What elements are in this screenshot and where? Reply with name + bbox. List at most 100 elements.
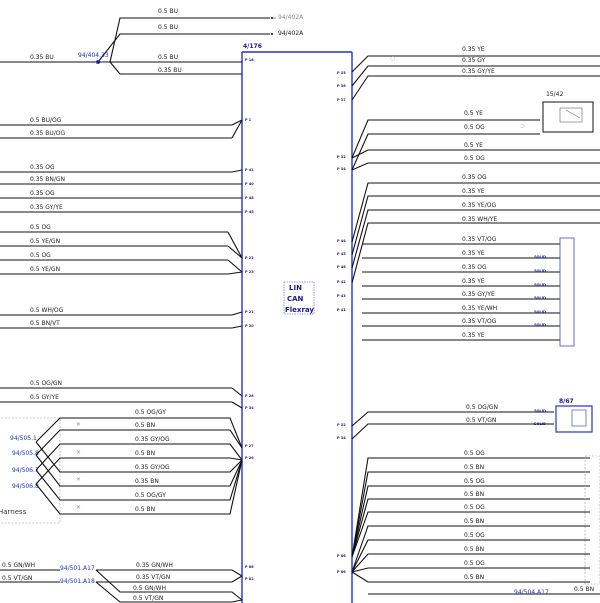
svg-text:P 82: P 82: [245, 577, 254, 581]
svg-text:0.5 OG: 0.5 OG: [464, 532, 485, 539]
svg-text:P 22: P 22: [245, 256, 254, 260]
svg-text:0.5 VT/GN: 0.5 VT/GN: [466, 417, 496, 424]
svg-text:0.5 OG: 0.5 OG: [464, 155, 485, 162]
harness-label: Harness: [0, 508, 27, 516]
svg-text:0.5 BN: 0.5 BN: [464, 546, 484, 553]
svg-text:0.5 OG/GY: 0.5 OG/GY: [135, 492, 166, 499]
svg-text:SOLID: SOLID: [534, 296, 546, 300]
left-wires: 0.5 BU/OG 0.35 BU/OG 0.35 OG 0.35 BN/GN …: [0, 117, 243, 409]
svg-text:P 86: P 86: [337, 554, 346, 558]
svg-text:0.5 OG: 0.5 OG: [464, 504, 485, 511]
svg-text:✕: ✕: [76, 504, 81, 511]
svg-text:94/505.1: 94/505.1: [10, 435, 37, 442]
right-pin-boxes: SOLID SOLID SOLID SOLID SOLID SOLID SOLI…: [534, 237, 575, 426]
svg-text:P 18: P 18: [245, 58, 254, 62]
svg-text:0.35 GY/OG: 0.35 GY/OG: [135, 436, 170, 443]
svg-text:0.5 BN: 0.5 BN: [464, 491, 484, 498]
svg-text:0.35 BN: 0.35 BN: [135, 478, 159, 485]
svg-text:SOLID: SOLID: [534, 422, 546, 426]
svg-text:0.5 BN: 0.5 BN: [135, 422, 155, 429]
svg-text:0.5 BU: 0.5 BU: [158, 54, 178, 61]
svg-text:0.35 VT/OG: 0.35 VT/OG: [462, 318, 497, 325]
svg-text:0.35 GY/YE: 0.35 GY/YE: [462, 68, 495, 75]
connector-label: 94/404.33: [78, 52, 109, 59]
svg-text:0.35 YE: 0.35 YE: [462, 332, 485, 339]
svg-text:0.35 YE: 0.35 YE: [462, 188, 485, 195]
sensor-component: 8/67: [555, 398, 593, 433]
bus-label-flexray: Flexray: [285, 306, 314, 314]
left-bottom-wires: 0.5 GN/WH 0.5 VT/GN 94/501.A17 94/501.A1…: [0, 562, 243, 603]
svg-text:P 36: P 36: [337, 84, 346, 88]
svg-text:0.5 BU: 0.5 BU: [158, 24, 178, 31]
svg-text:P 34: P 34: [337, 167, 346, 171]
svg-text:0.5 YE: 0.5 YE: [464, 110, 483, 117]
svg-text:0.35 YE: 0.35 YE: [462, 46, 485, 53]
svg-text:SOLID: SOLID: [534, 409, 546, 413]
svg-text:0.35 BU/OG: 0.35 BU/OG: [30, 130, 66, 137]
svg-text:94/501.A17: 94/501.A17: [60, 565, 95, 572]
svg-text:P 34: P 34: [245, 406, 254, 410]
svg-text:0.5 BN/VT: 0.5 BN/VT: [30, 320, 60, 327]
svg-text:0.35 YE/WH: 0.35 YE/WH: [462, 305, 497, 312]
svg-text:0.35 VT/OG: 0.35 VT/OG: [462, 236, 497, 243]
svg-text:○: ○: [390, 55, 395, 62]
svg-text:0.5 OG: 0.5 OG: [464, 478, 485, 485]
svg-text:0.5 OG: 0.5 OG: [464, 124, 485, 131]
svg-text:0.5 BN: 0.5 BN: [464, 574, 484, 581]
svg-text:0.5 BU/OG: 0.5 BU/OG: [30, 117, 62, 124]
svg-text:0.5 OG: 0.5 OG: [30, 224, 51, 231]
svg-text:P 21: P 21: [245, 310, 254, 314]
svg-text:P 34: P 34: [337, 436, 346, 440]
svg-text:P 41: P 41: [245, 168, 254, 172]
svg-text:94/505.8: 94/505.8: [12, 450, 39, 457]
module-pins-left: P 18 P 1 P 41 P 40 P 48 P 45 P 22 P 23 P…: [245, 58, 254, 581]
svg-text:0.35 OG: 0.35 OG: [462, 264, 487, 271]
svg-text:P 44: P 44: [337, 239, 346, 243]
svg-text:94/506.8: 94/506.8: [12, 483, 39, 490]
svg-text:P 86: P 86: [245, 565, 254, 569]
svg-text:P 46: P 46: [337, 265, 346, 269]
svg-text:0.35 OG: 0.35 OG: [462, 174, 487, 181]
svg-text:0.35 GY/YE: 0.35 GY/YE: [462, 291, 495, 298]
bus-label-can: CAN: [287, 295, 304, 303]
top-left-wires: 94/402A 0.5 BU 94/402A 0.5 BU 0.35 BU 94…: [0, 8, 304, 75]
svg-text:P 48: P 48: [245, 196, 254, 200]
svg-text:0.5 BN: 0.5 BN: [464, 464, 484, 471]
svg-text:P 43: P 43: [337, 294, 346, 298]
svg-text:8/67: 8/67: [559, 398, 574, 405]
svg-text:✕: ✕: [76, 476, 81, 483]
module-label: 4/176: [243, 43, 262, 50]
svg-text:0.5 BN: 0.5 BN: [464, 518, 484, 525]
connector-label: 94/402A: [278, 30, 304, 37]
svg-text:0.5 OG: 0.5 OG: [30, 252, 51, 259]
svg-text:⊃: ⊃: [520, 123, 525, 130]
bus-label-lin: LIN: [289, 284, 302, 292]
svg-text:0.35 OG: 0.35 OG: [30, 190, 55, 197]
svg-text:P 20: P 20: [245, 324, 254, 328]
svg-text:0.35 GY: 0.35 GY: [462, 57, 486, 64]
svg-text:P 41: P 41: [337, 308, 346, 312]
svg-text:0.5 GN/WH: 0.5 GN/WH: [2, 562, 35, 569]
svg-text:0.35 BN/GN: 0.35 BN/GN: [30, 176, 65, 183]
svg-text:SOLID: SOLID: [534, 283, 546, 287]
svg-text:0.5 OG/GN: 0.5 OG/GN: [30, 380, 62, 387]
svg-text:P 27: P 27: [245, 444, 254, 448]
svg-text:SOLID: SOLID: [534, 255, 546, 259]
svg-text:P 45: P 45: [245, 210, 254, 214]
svg-text:0.35 BU: 0.35 BU: [158, 67, 182, 74]
svg-text:15/42: 15/42: [546, 91, 563, 98]
svg-text:0.5 OG/GY: 0.5 OG/GY: [135, 409, 166, 416]
svg-text:0.5 YE/GN: 0.5 YE/GN: [30, 238, 60, 245]
svg-text:0.5 BU: 0.5 BU: [158, 8, 178, 15]
right-bottom-wires: 0.5 OG 0.5 BN 0.5 OG 0.5 BN 0.5 OG 0.5 B…: [351, 450, 600, 596]
svg-text:0.35 GN/WH: 0.35 GN/WH: [136, 562, 173, 569]
svg-text:0.35 GY/OG: 0.35 GY/OG: [135, 464, 170, 471]
svg-text:94/501.A18: 94/501.A18: [60, 578, 95, 585]
svg-text:0.5 GY/YE: 0.5 GY/YE: [30, 394, 59, 401]
svg-text:0.5 VT/GN: 0.5 VT/GN: [133, 595, 163, 602]
svg-text:0.35 WH/YE: 0.35 WH/YE: [462, 216, 497, 223]
svg-text:0.5 BN: 0.5 BN: [135, 506, 155, 513]
svg-text:✕: ✕: [76, 449, 81, 456]
svg-text:0.5 BN: 0.5 BN: [574, 586, 594, 593]
